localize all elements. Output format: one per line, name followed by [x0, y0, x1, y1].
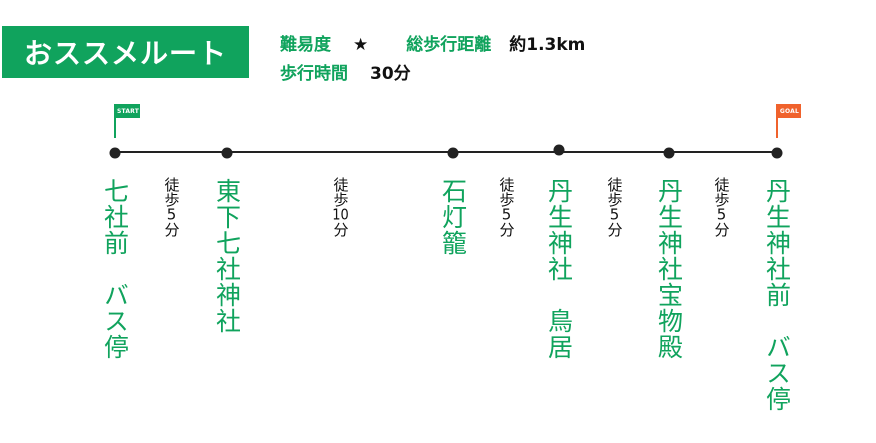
- walk-unit: 分: [331, 222, 350, 237]
- walk-time: 徒歩5分: [605, 177, 624, 237]
- walk-minutes: 5: [716, 207, 727, 222]
- difficulty-label: 難易度: [280, 35, 331, 55]
- route-info-line-2: 歩行時間 30分: [280, 59, 411, 84]
- walk-minutes: 5: [609, 207, 620, 222]
- stop-dot: [771, 147, 783, 159]
- walk-prefix: 徒歩: [162, 177, 181, 207]
- walk-unit: 分: [712, 222, 731, 237]
- stop-name: 東下七社神社: [212, 178, 242, 334]
- distance-value: 約1.3km: [509, 35, 586, 55]
- walk-unit: 分: [162, 222, 181, 237]
- stop-dot: [109, 147, 121, 159]
- stop-name: 七社前 バス停: [100, 178, 130, 360]
- difficulty-stars: ★: [353, 35, 369, 55]
- route-title: おススメルート: [2, 26, 249, 78]
- walk-unit: 分: [497, 222, 516, 237]
- walk-prefix: 徒歩: [605, 177, 624, 207]
- walk-time: 徒歩10分: [331, 177, 350, 237]
- walk-minutes: 10: [332, 207, 349, 222]
- stop-name: 丹生神社宝物殿: [654, 178, 684, 360]
- walk-prefix: 徒歩: [331, 177, 350, 207]
- time-value: 30分: [370, 64, 411, 84]
- walk-prefix: 徒歩: [712, 177, 731, 207]
- goal-flag-label: GOAL: [778, 104, 801, 118]
- walk-prefix: 徒歩: [497, 177, 516, 207]
- walk-minutes: 5: [166, 207, 177, 222]
- stop-name: 丹生神社前 バス停: [762, 178, 792, 412]
- walk-time: 徒歩5分: [712, 177, 731, 237]
- route-info-line-1: 難易度 ★ 総歩行距離約1.3km: [280, 30, 585, 55]
- stop-dot: [221, 147, 233, 159]
- distance-label: 総歩行距離: [406, 35, 492, 55]
- walk-time: 徒歩5分: [162, 177, 181, 237]
- start-flag-label: START: [116, 104, 140, 118]
- time-label: 歩行時間: [280, 64, 348, 84]
- stop-name: 丹生神社 鳥居: [544, 178, 574, 360]
- stop-dot: [447, 147, 459, 159]
- stop-name: 石灯籠: [438, 178, 468, 256]
- stop-dot: [553, 144, 565, 156]
- walk-minutes: 5: [501, 207, 512, 222]
- walk-time: 徒歩5分: [497, 177, 516, 237]
- stop-dot: [663, 147, 675, 159]
- walk-unit: 分: [605, 222, 624, 237]
- route-line: [115, 151, 778, 153]
